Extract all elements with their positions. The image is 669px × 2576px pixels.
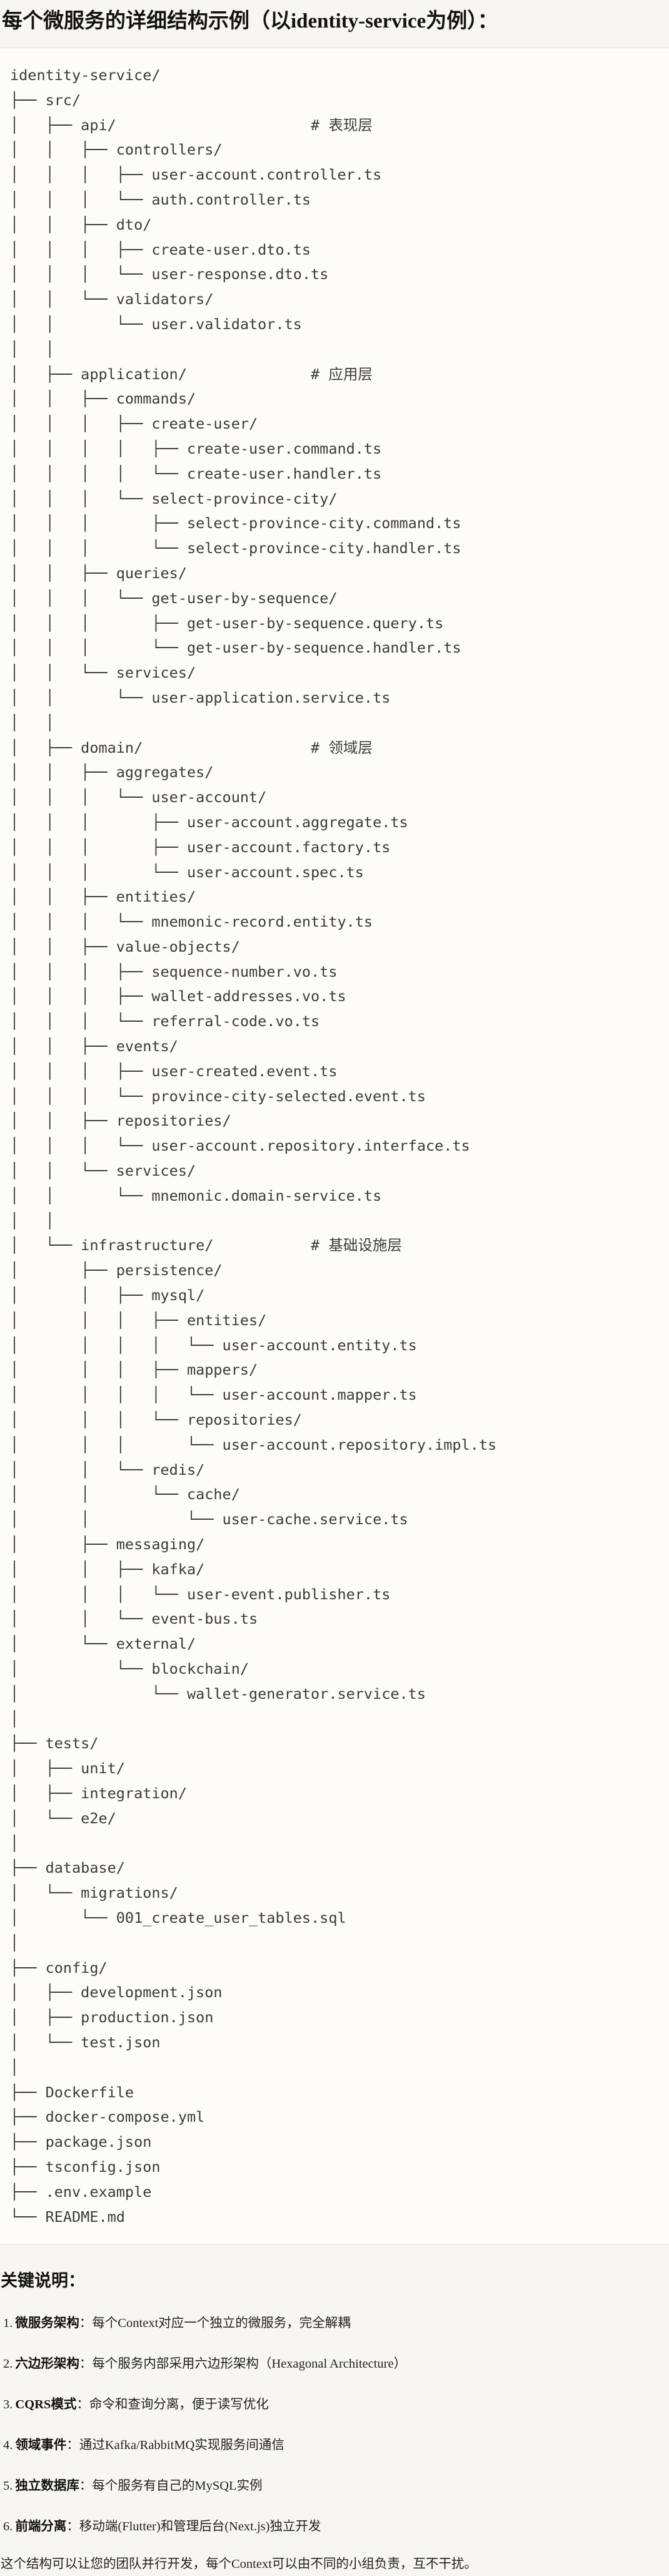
note-item-frontend-separation: 6.前端分离：移动端(Flutter)和管理后台(Next.js)独立开发 [0, 2517, 669, 2536]
note-text: ：命令和查询分离，便于读写优化 [76, 2398, 269, 2412]
note-number: 6. [3, 2520, 13, 2534]
note-text: ：通过Kafka/RabbitMQ实现服务间通信 [66, 2438, 284, 2453]
note-text: ：每个Context对应一个独立的微服务，完全解耦 [79, 2316, 351, 2331]
note-number: 3. [3, 2398, 13, 2412]
closing-note: 这个结构可以让您的团队并行开发，每个Context可以由不同的小组负责，互不干扰… [1, 2557, 477, 2572]
page-title: 每个微服务的详细结构示例（以identity-service为例）： [2, 10, 498, 33]
directory-tree-block: identity-service/ ├── src/ │ ├── api/ # … [0, 48, 669, 2246]
note-text: ：每个服务内部采用六边形架构（Hexagonal Architecture） [79, 2357, 407, 2371]
note-number: 4. [3, 2438, 13, 2453]
note-item-hexagonal: 2.六边形架构：每个服务内部采用六边形架构（Hexagonal Architec… [0, 2355, 669, 2373]
note-item-cqrs: 3.CQRS模式：命令和查询分离，便于读写优化 [0, 2395, 669, 2414]
notes-heading: 关键说明： [1, 2271, 85, 2291]
note-label: 六边形架构 [15, 2357, 79, 2371]
note-item-domain-events: 4.领域事件：通过Kafka/RabbitMQ实现服务间通信 [0, 2436, 669, 2455]
note-label: CQRS模式 [15, 2398, 77, 2412]
note-text: ：移动端(Flutter)和管理后台(Next.js)独立开发 [66, 2520, 321, 2534]
note-item-independent-db: 5.独立数据库：每个服务有自己的MySQL实例 [0, 2477, 669, 2495]
note-label: 领域事件 [15, 2438, 67, 2453]
directory-tree: identity-service/ ├── src/ │ ├── api/ # … [10, 66, 497, 2226]
note-label: 独立数据库 [15, 2479, 79, 2493]
note-text: ：每个服务有自己的MySQL实例 [79, 2479, 263, 2493]
note-number: 1. [3, 2316, 13, 2331]
note-item-microservice: 1.微服务架构：每个Context对应一个独立的微服务，完全解耦 [0, 2314, 669, 2333]
note-number: 2. [3, 2357, 13, 2371]
note-label: 微服务架构 [15, 2316, 79, 2331]
note-label: 前端分离 [15, 2520, 67, 2534]
note-number: 5. [3, 2479, 13, 2493]
